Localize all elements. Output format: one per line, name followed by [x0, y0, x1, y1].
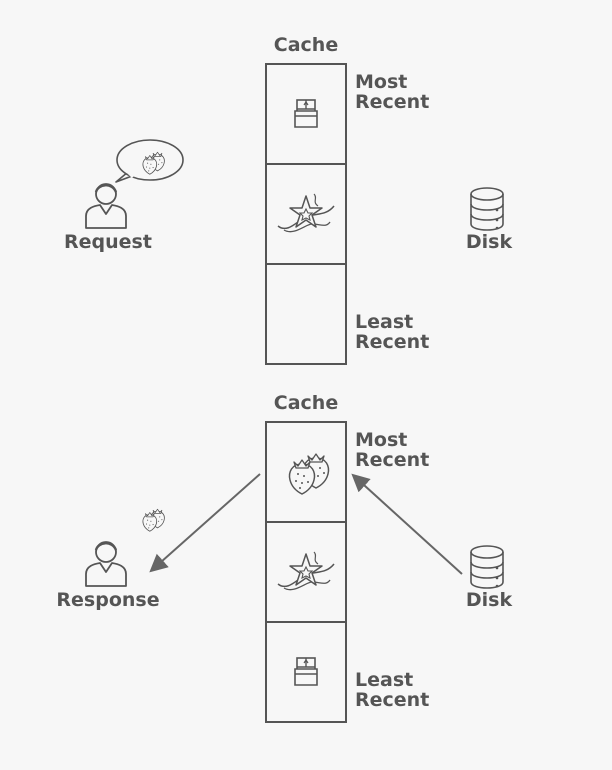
- response-user-bottom: [84, 508, 165, 588]
- arrow-cache-to-response: [149, 473, 261, 573]
- strawberry-icon: [142, 508, 165, 532]
- least-recent-label-top: Least Recent: [355, 312, 429, 352]
- chocolate-icon: [294, 99, 318, 128]
- most-recent-line2: Recent: [355, 91, 430, 113]
- speech-bubble: [115, 139, 184, 183]
- cache-stack-top: [265, 63, 347, 365]
- vanilla-icon: [277, 193, 335, 233]
- request-user-top: [84, 139, 184, 230]
- cache-title-bottom: Cache: [273, 392, 339, 414]
- chocolate-icon: [294, 657, 318, 686]
- most-recent-label-bottom: Most Recent: [355, 430, 429, 470]
- most-recent-line1: Most: [355, 71, 408, 93]
- most-recent-line1: Most: [355, 429, 408, 451]
- person-icon: [84, 182, 128, 230]
- person-icon: [84, 540, 128, 588]
- strawberry-icon: [288, 453, 330, 495]
- vanilla-icon: [277, 551, 335, 591]
- least-recent-line2: Recent: [355, 689, 430, 711]
- least-recent-line1: Least: [355, 669, 414, 691]
- cache-title-top: Cache: [273, 34, 339, 56]
- cache-stack-bottom: [265, 421, 347, 723]
- least-recent-line2: Recent: [355, 331, 430, 353]
- least-recent-label-bottom: Least Recent: [355, 670, 429, 710]
- disk-label-bottom: Disk: [465, 589, 513, 611]
- disk-icon: [470, 545, 504, 589]
- request-label: Request: [64, 231, 152, 253]
- least-recent-line1: Least: [355, 311, 414, 333]
- cache-box-top: [265, 63, 347, 365]
- cache-box-bottom: [265, 421, 347, 723]
- most-recent-label-top: Most Recent: [355, 72, 429, 112]
- disk-icon: [470, 187, 504, 231]
- disk-label-top: Disk: [465, 231, 513, 253]
- response-label: Response: [56, 589, 160, 611]
- most-recent-line2: Recent: [355, 449, 430, 471]
- arrow-disk-to-cache: [351, 473, 463, 575]
